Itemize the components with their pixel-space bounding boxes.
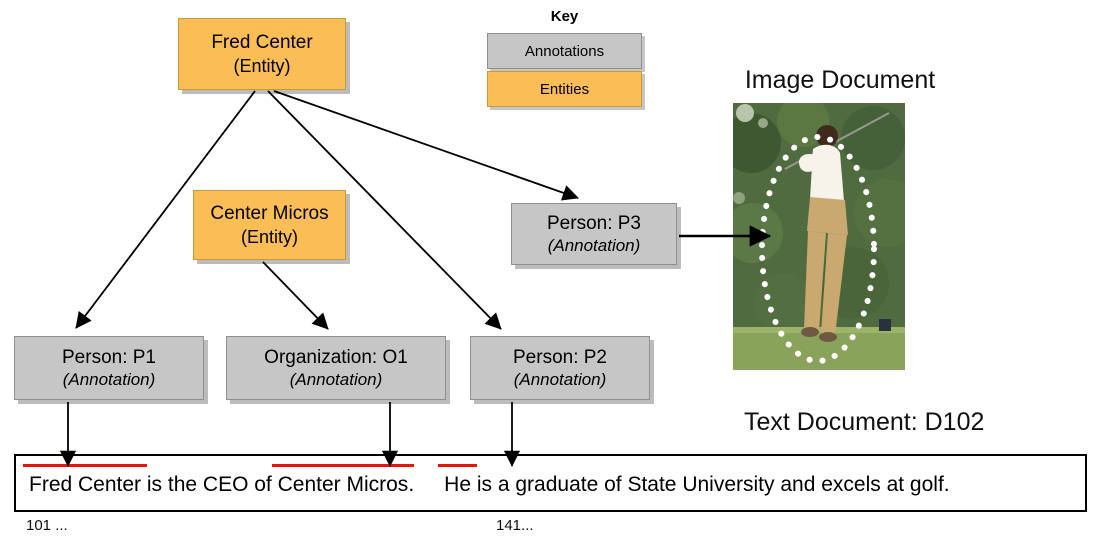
annotation-node-person-p1: Person: P1 (Annotation) (14, 336, 204, 400)
node-title: Center Micros (210, 202, 329, 224)
node-subtitle: (Entity) (240, 226, 298, 247)
text-document-box: Fred Center is the CEO of Center Micros.… (14, 454, 1087, 512)
annotation-node-person-p2: Person: P2 (Annotation) (470, 336, 650, 400)
dotted-ellipse-highlight (759, 134, 877, 364)
text-document-label: Text Document: D102 (744, 408, 985, 436)
node-title: Person: P2 (513, 346, 607, 368)
sentence-text: is a graduate of State University and ex… (471, 473, 950, 496)
char-offset-101: 101 ... (26, 517, 68, 534)
node-subtitle: (Annotation) (289, 370, 383, 390)
annotation-node-person-p3: Person: P3 (Annotation) (511, 203, 677, 265)
golfer-figure (784, 112, 890, 342)
node-subtitle: (Annotation) (513, 370, 607, 390)
image-document-label: Image Document (744, 66, 936, 94)
annotated-span-center-micros: Center Micros (277, 473, 409, 496)
node-subtitle: (Annotation) (62, 370, 156, 390)
arrow-micros-to-o1 (262, 261, 329, 330)
legend-title: Key (550, 8, 579, 25)
entity-node-fred-center: Fred Center (Entity) (178, 18, 346, 90)
node-subtitle: (Entity) (233, 55, 291, 76)
node-title: Fred Center (211, 31, 313, 53)
sentence-text: is the CEO of (141, 473, 278, 496)
node-title: Person: P1 (62, 346, 156, 368)
annotated-span-he: He (444, 473, 472, 496)
legend-item-annotations: Annotations (487, 33, 642, 69)
annotated-span-fred-center: Fred Center (29, 473, 142, 496)
entity-node-center-micros: Center Micros (Entity) (193, 190, 346, 260)
arrow-fred-to-p3 (273, 90, 579, 201)
sentence-text: . (408, 473, 415, 496)
legend-item-entities: Entities (487, 71, 642, 107)
annotation-node-organization-o1: Organization: O1 (Annotation) (226, 336, 446, 400)
node-title: Organization: O1 (264, 346, 408, 368)
golfer-photo (733, 103, 905, 370)
char-offset-141: 141... (496, 517, 534, 534)
node-subtitle: (Annotation) (547, 236, 641, 256)
node-title: Person: P3 (547, 212, 641, 234)
